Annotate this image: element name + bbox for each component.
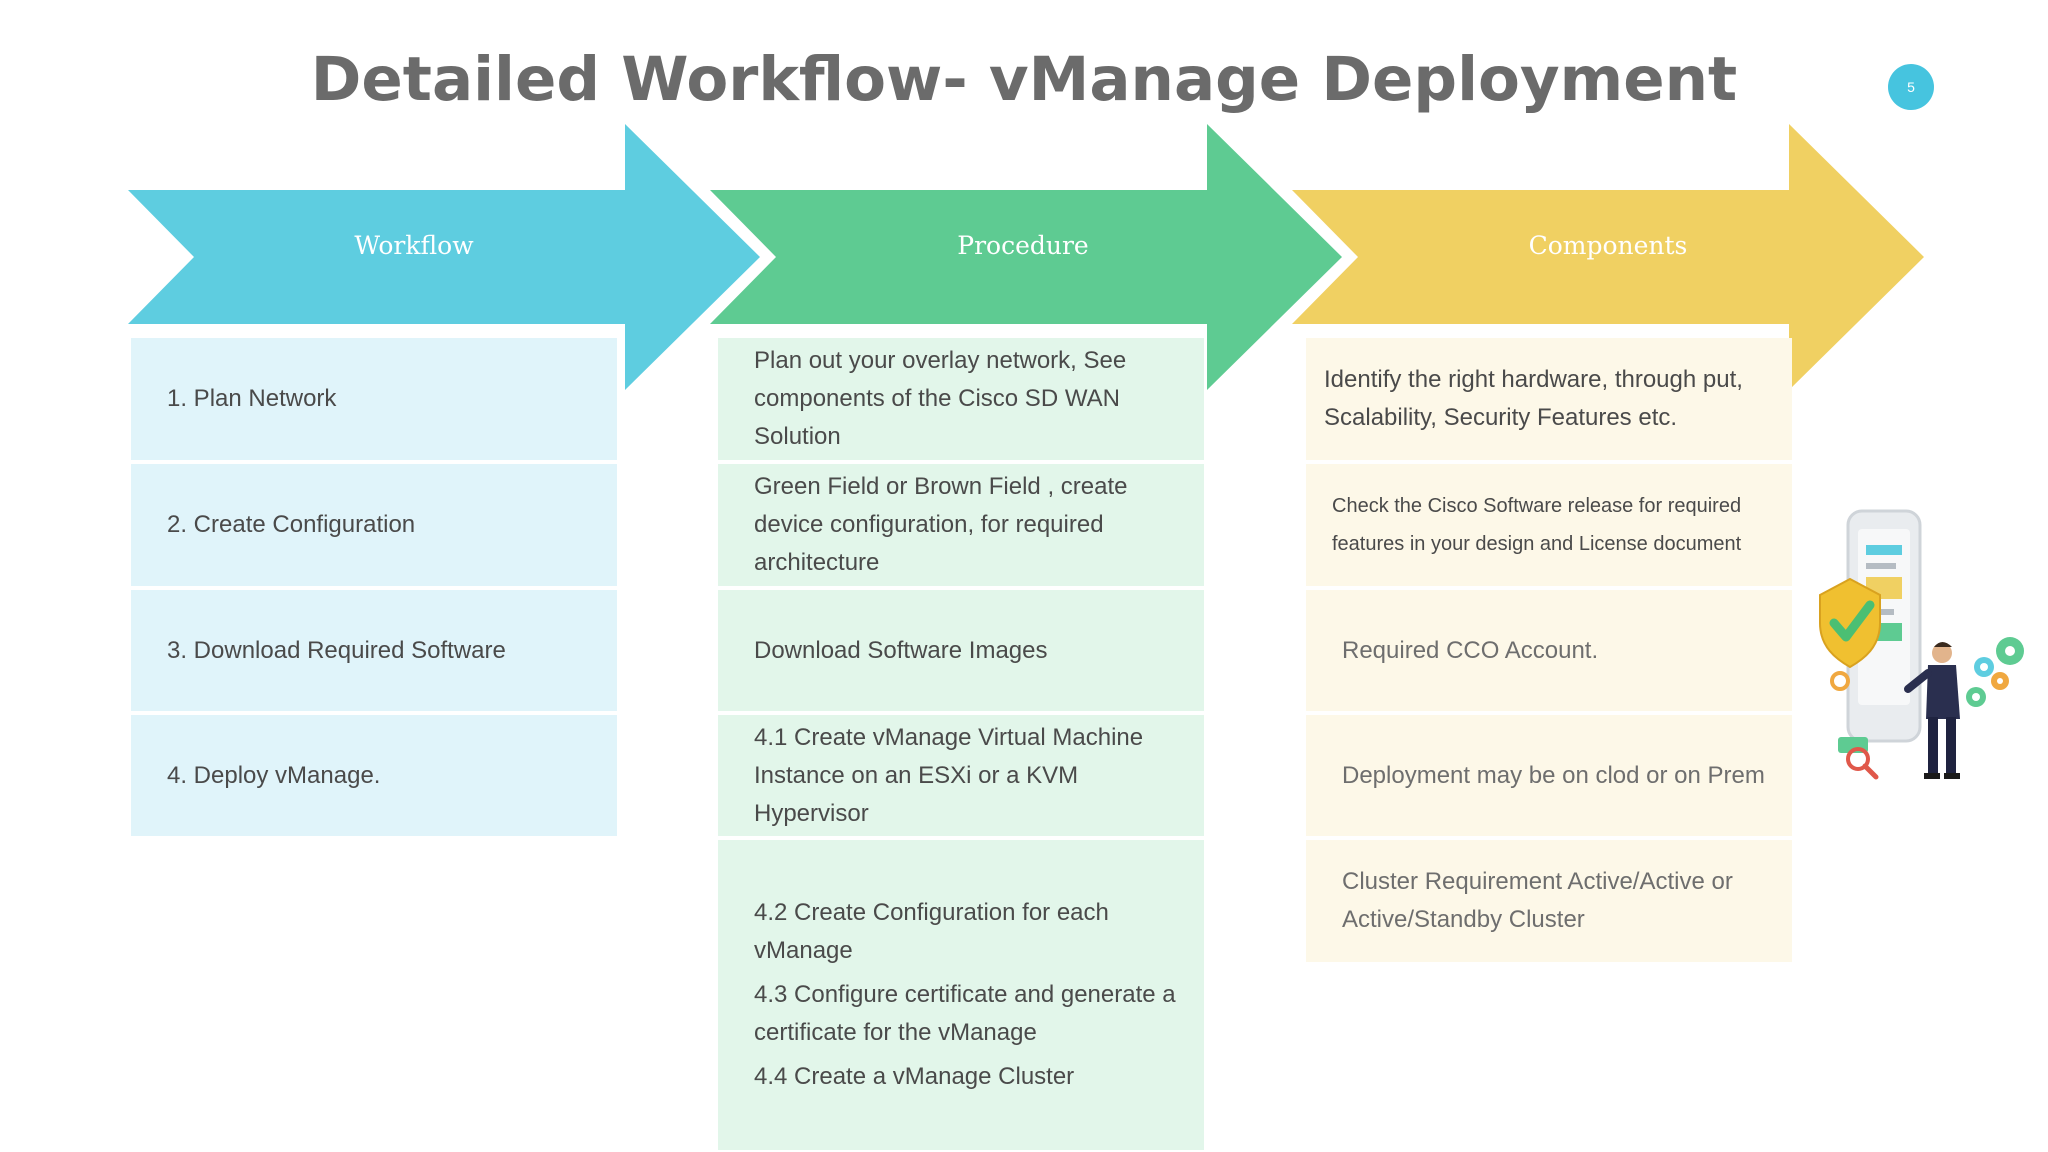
procedure-step-text: Plan out your overlay network, See compo… — [754, 347, 1127, 450]
page-number-badge: 5 — [1888, 64, 1934, 110]
slide-title: Detailed Workflow- vManage Deployment — [310, 44, 1738, 115]
procedure-step: Green Field or Brown Field , create devi… — [718, 464, 1204, 586]
shield-check-icon — [1819, 577, 1881, 669]
person-icon — [1904, 642, 1960, 779]
workflow-step: 1. Plan Network — [131, 338, 617, 460]
component-item: Identify the right hardware, through put… — [1306, 338, 1792, 460]
component-item-text: Cluster Requirement Active/Active or Act… — [1342, 868, 1733, 933]
workflow-header: Workflow — [354, 231, 474, 260]
security-tablet-illustration — [1819, 509, 2024, 780]
workflow-step-text: 3. Download Required Software — [167, 636, 506, 664]
procedure-step-text: 4.2 Create Configuration for each vManag… — [754, 899, 1109, 964]
procedure-arrow — [710, 124, 1342, 390]
procedure-header: Procedure — [957, 231, 1089, 260]
component-item-text: Required CCO Account. — [1342, 636, 1599, 664]
gear-icon — [1966, 637, 2024, 707]
procedure-step-text: Green Field or Brown Field , create devi… — [754, 473, 1128, 576]
workflow-arrow — [128, 124, 760, 390]
procedure-step: 4.2 Create Configuration for each vManag… — [718, 840, 1204, 1150]
procedure-step-text: Download Software Images — [754, 636, 1048, 664]
magnifier-icon — [1830, 671, 1879, 780]
component-item-text: Check the Cisco Software release for req… — [1332, 495, 1742, 555]
component-item-text: Deployment may be on clod or on Prem — [1342, 761, 1765, 789]
component-item: Required CCO Account. — [1306, 590, 1792, 711]
component-item-text: Identify the right hardware, through put… — [1324, 366, 1743, 431]
tablet-icon — [1846, 509, 1922, 743]
procedure-step-text: 4.1 Create vManage Virtual Machine Insta… — [754, 723, 1144, 827]
components-arrow — [1292, 124, 1924, 390]
workflow-step: 2. Create Configuration — [131, 464, 617, 586]
procedure-step-text: 4.3 Configure certificate and generate a… — [754, 981, 1176, 1046]
workflow-step-text: 2. Create Configuration — [167, 511, 416, 538]
workflow-step-text: 4. Deploy vManage. — [167, 761, 381, 789]
procedure-step: Plan out your overlay network, See compo… — [718, 338, 1204, 460]
workflow-step: 4. Deploy vManage. — [131, 715, 617, 836]
component-item: Check the Cisco Software release for req… — [1306, 464, 1792, 586]
components-header: Components — [1528, 231, 1688, 260]
procedure-step: Download Software Images — [718, 590, 1204, 711]
procedure-step-text: 4.4 Create a vManage Cluster — [754, 1063, 1075, 1090]
workflow-step: 3. Download Required Software — [131, 590, 617, 711]
procedure-step: 4.1 Create vManage Virtual Machine Insta… — [718, 715, 1204, 836]
workflow-step-text: 1. Plan Network — [167, 385, 337, 412]
component-item: Deployment may be on clod or on Prem — [1306, 715, 1792, 836]
component-item: Cluster Requirement Active/Active or Act… — [1306, 840, 1792, 962]
